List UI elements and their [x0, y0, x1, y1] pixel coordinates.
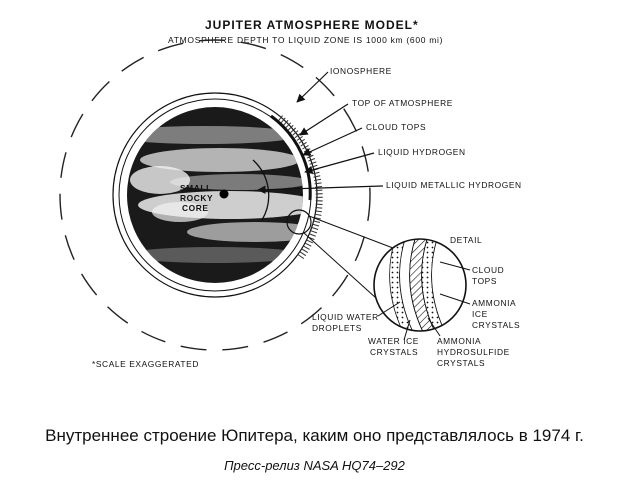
caption-main: Внутреннее строение Юпитера, каким оно п…: [45, 426, 584, 445]
detail-source-circle: [286, 209, 312, 235]
ammonia-ice-label-3: CRYSTALS: [472, 320, 520, 330]
core-label-3: CORE: [182, 203, 209, 213]
core-label-2: ROCKY: [180, 193, 213, 203]
ammonia-hydrosulfide-label-2: HYDROSULFIDE: [437, 347, 510, 357]
top-of-atmosphere-label: TOP OF ATMOSPHERE: [352, 98, 453, 108]
diagram-subtitle: ATMOSPHERE DEPTH TO LIQUID ZONE IS 1000 …: [168, 35, 443, 45]
ionosphere-label: IONOSPHERE: [330, 66, 392, 76]
ammonia-ice-label-1: AMMONIA: [472, 298, 516, 308]
diagram-title: JUPITER ATMOSPHERE MODEL*: [205, 18, 419, 32]
liquid-metallic-hydrogen-arrow: [257, 185, 384, 194]
liquid-water-leader: [377, 301, 401, 317]
atmosphere-dark-edge: [270, 114, 312, 201]
liquid-hydrogen-label: LIQUID HYDROGEN: [378, 147, 466, 157]
cloud-tops-label: CLOUD TOPS: [366, 122, 426, 132]
water-ice-label-1: WATER ICE: [368, 336, 419, 346]
rocky-core: [219, 189, 229, 199]
liquid-metallic-hydrogen-label: LIQUID METALLIC HYDROGEN: [386, 180, 522, 190]
scale-note: *SCALE EXAGGERATED: [92, 359, 199, 369]
ammonia-hydrosulfide-label-1: AMMONIA: [437, 336, 481, 346]
ammonia-hydrosulfide-label-3: CRYSTALS: [437, 358, 485, 368]
ionosphere-arrow: [296, 71, 329, 103]
detail-cloud-tops-leader: [439, 261, 471, 271]
liquid-hydrogen-arrow: [304, 152, 375, 175]
cloud-tops-arrow: [302, 127, 363, 156]
detail-connector-bottom: [303, 232, 377, 299]
planet-bands: [127, 126, 303, 263]
ammonia-ice-leader: [439, 293, 471, 305]
top-of-atmosphere-arrow: [299, 103, 349, 136]
detail-cloud-tops-label-1: CLOUD: [472, 265, 504, 275]
liquid-metallic-hydrogen-arc: [252, 159, 270, 221]
ammonia-hydrosulfide-leader: [427, 317, 441, 337]
liquid-water-label-1: LIQUID WATER: [312, 312, 379, 322]
detail-cloud-tops-label-2: TOPS: [472, 276, 497, 286]
detail-inset: [373, 238, 467, 332]
water-ice-label-2: CRYSTALS: [370, 347, 418, 357]
detail-connector-top: [308, 215, 394, 249]
caption-source: Пресс-релиз NASA HQ74–292: [224, 458, 405, 473]
core-label-1: SMALL: [180, 183, 212, 193]
jupiter-atmosphere-diagram: JUPITER ATMOSPHERE MODEL* ATMOSPHERE DEP…: [59, 18, 522, 369]
top-of-atmosphere-ring: [112, 92, 318, 298]
ammonia-ice-label-2: ICE: [472, 309, 488, 319]
water-ice-leader: [403, 319, 411, 341]
liquid-water-label-2: DROPLETS: [312, 323, 362, 333]
detail-label: DETAIL: [450, 235, 482, 245]
ionosphere-ring: [59, 39, 371, 351]
